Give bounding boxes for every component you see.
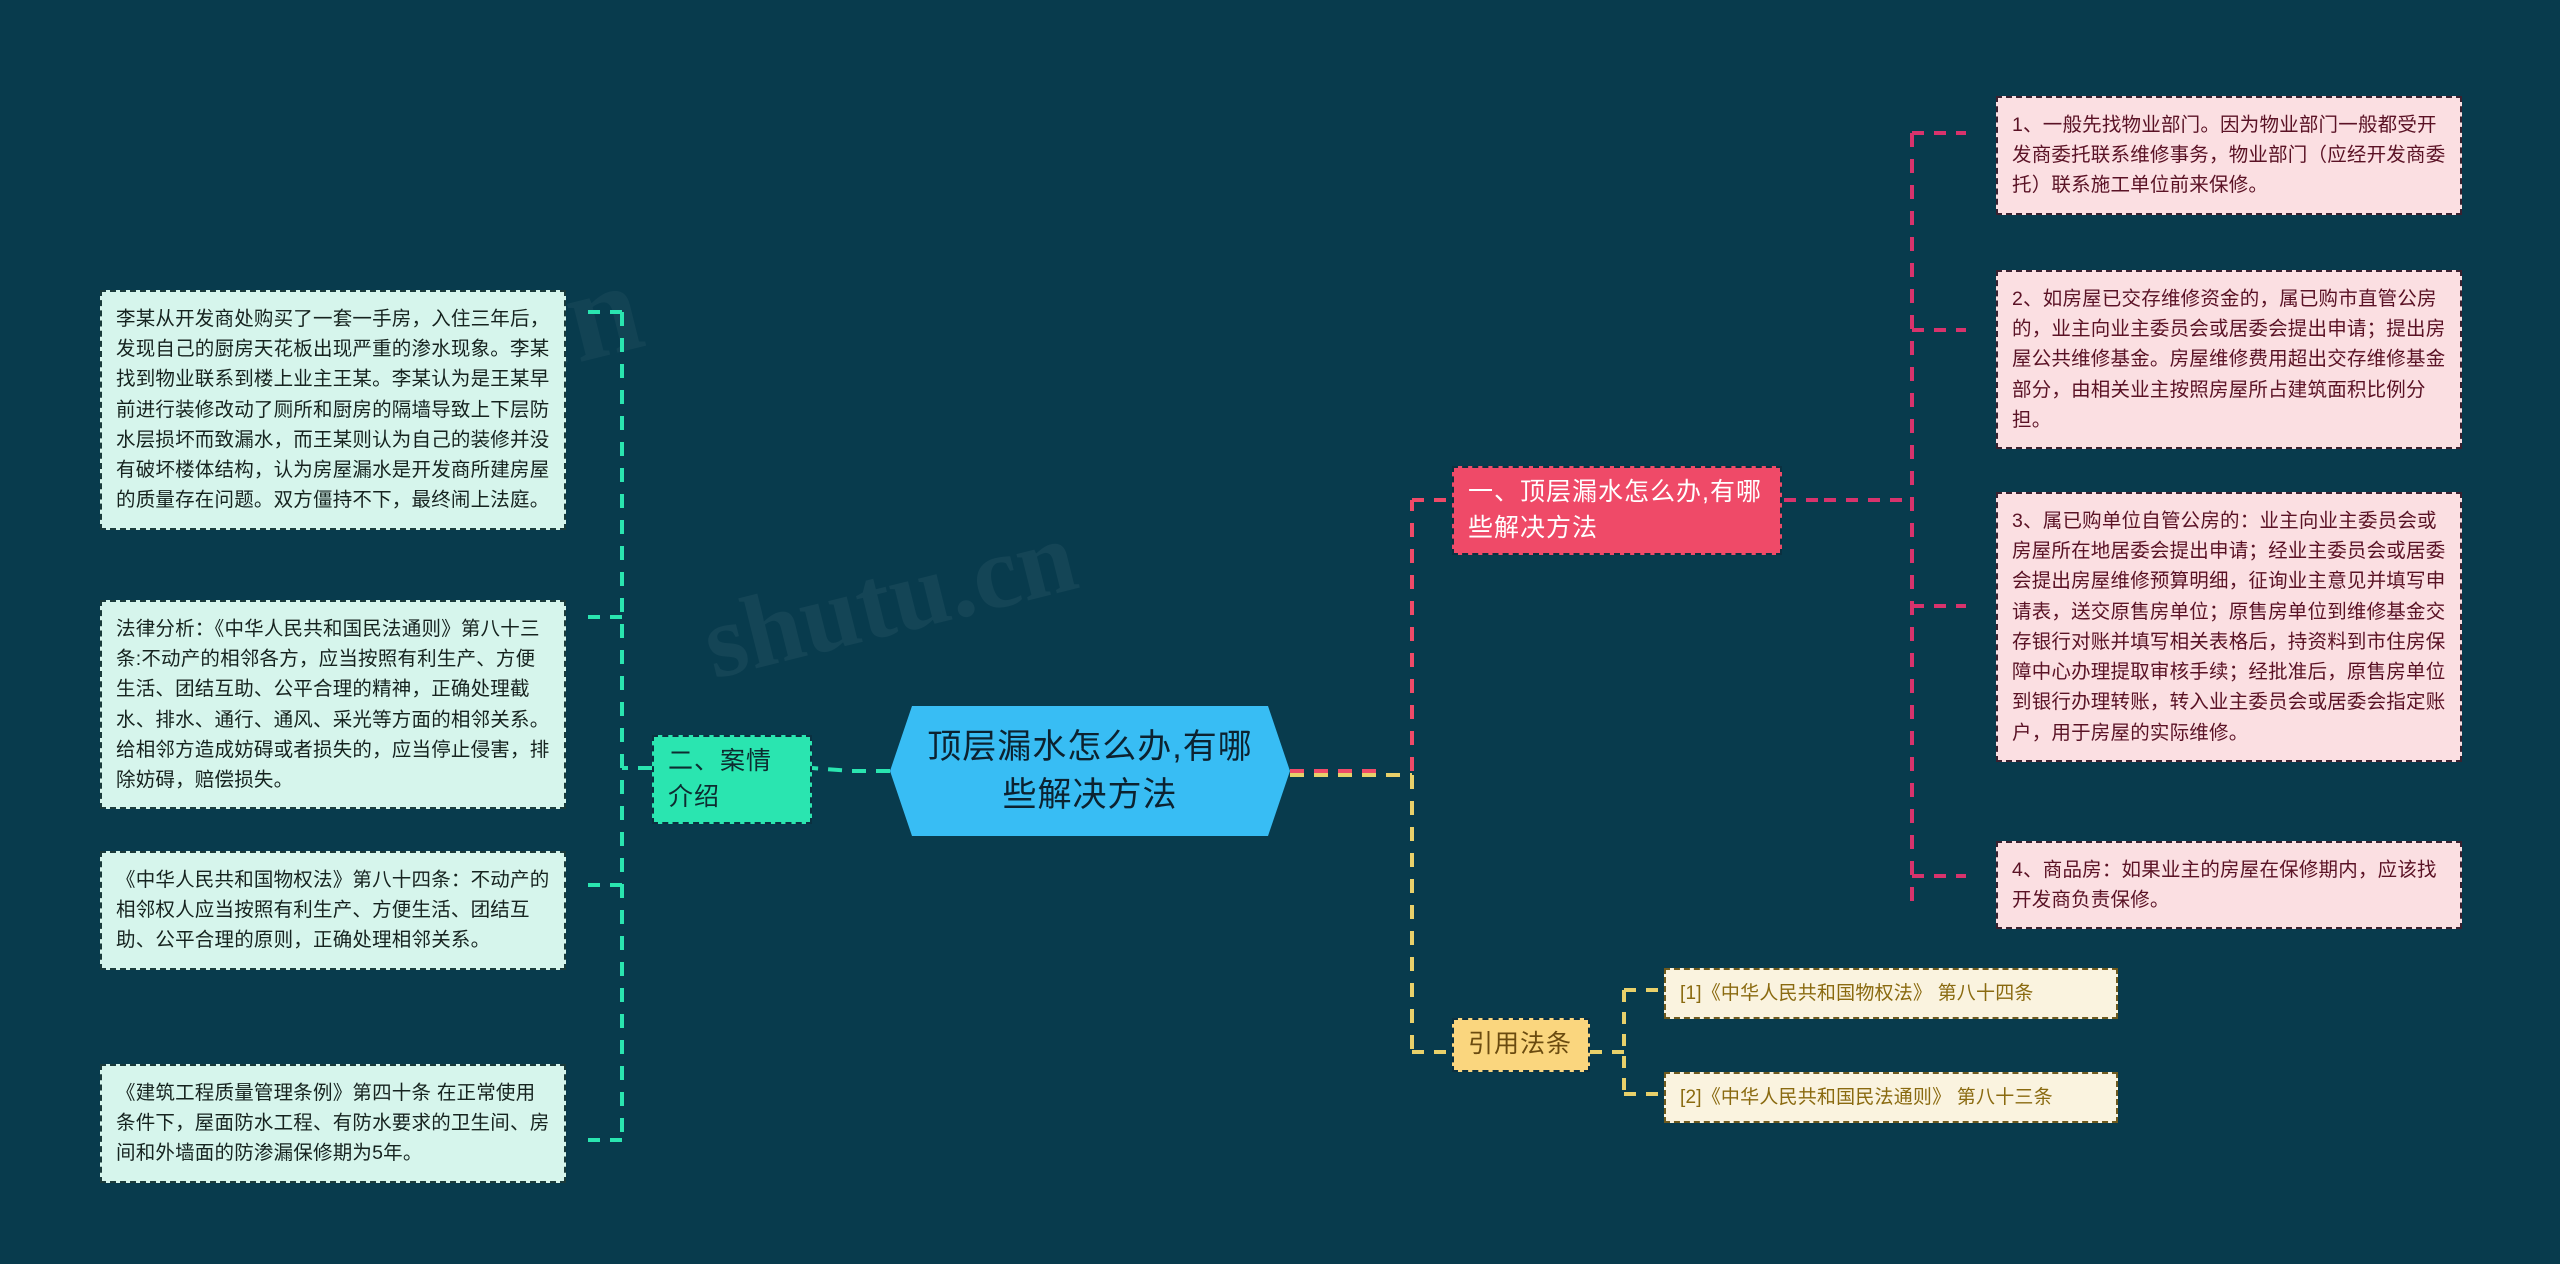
branch-label-citations[interactable]: 引用法条 [1452, 1018, 1590, 1072]
branch-label-case-intro[interactable]: 二、案情介绍 [652, 735, 812, 824]
leaf-case-intro-1[interactable]: 李某从开发商处购买了一套一手房，入住三年后，发现自己的厨房天花板出现严重的渗水现… [100, 290, 566, 530]
leaf-citation-2[interactable]: [2]《中华人民共和国民法通则》 第八十三条 [1664, 1072, 2118, 1124]
leaf-solution-2[interactable]: 2、如房屋已交存维修资金的，属已购市直管公房的，业主向业主委员会或居委会提出申请… [1996, 270, 2462, 450]
watermark-center: shutu.cn [691, 497, 1087, 702]
leaf-case-intro-3[interactable]: 《中华人民共和国物权法》第八十四条：不动产的相邻权人应当按照有利生产、方便生活、… [100, 851, 566, 970]
leaf-solution-1[interactable]: 1、一般先找物业部门。因为物业部门一般都受开发商委托联系维修事务，物业部门（应经… [1996, 96, 2462, 215]
leaf-case-intro-2[interactable]: 法律分析：《中华人民共和国民法通则》第八十三条:不动产的相邻各方，应当按照有利生… [100, 600, 566, 810]
leaf-solution-4[interactable]: 4、商品房：如果业主的房屋在保修期内，应该找开发商负责保修。 [1996, 841, 2462, 930]
branch-label-solutions[interactable]: 一、顶层漏水怎么办,有哪些解决方法 [1452, 466, 1782, 555]
leaf-case-intro-4[interactable]: 《建筑工程质量管理条例》第四十条 在正常使用条件下，屋面防水工程、有防水要求的卫… [100, 1064, 566, 1183]
leaf-citation-1[interactable]: [1]《中华人民共和国物权法》 第八十四条 [1664, 968, 2118, 1020]
leaf-solution-3[interactable]: 3、属已购单位自管公房的：业主向业主委员会或房屋所在地居委会提出申请；经业主委员… [1996, 492, 2462, 762]
center-node[interactable]: 顶层漏水怎么办,有哪些解决方法 [890, 706, 1290, 836]
